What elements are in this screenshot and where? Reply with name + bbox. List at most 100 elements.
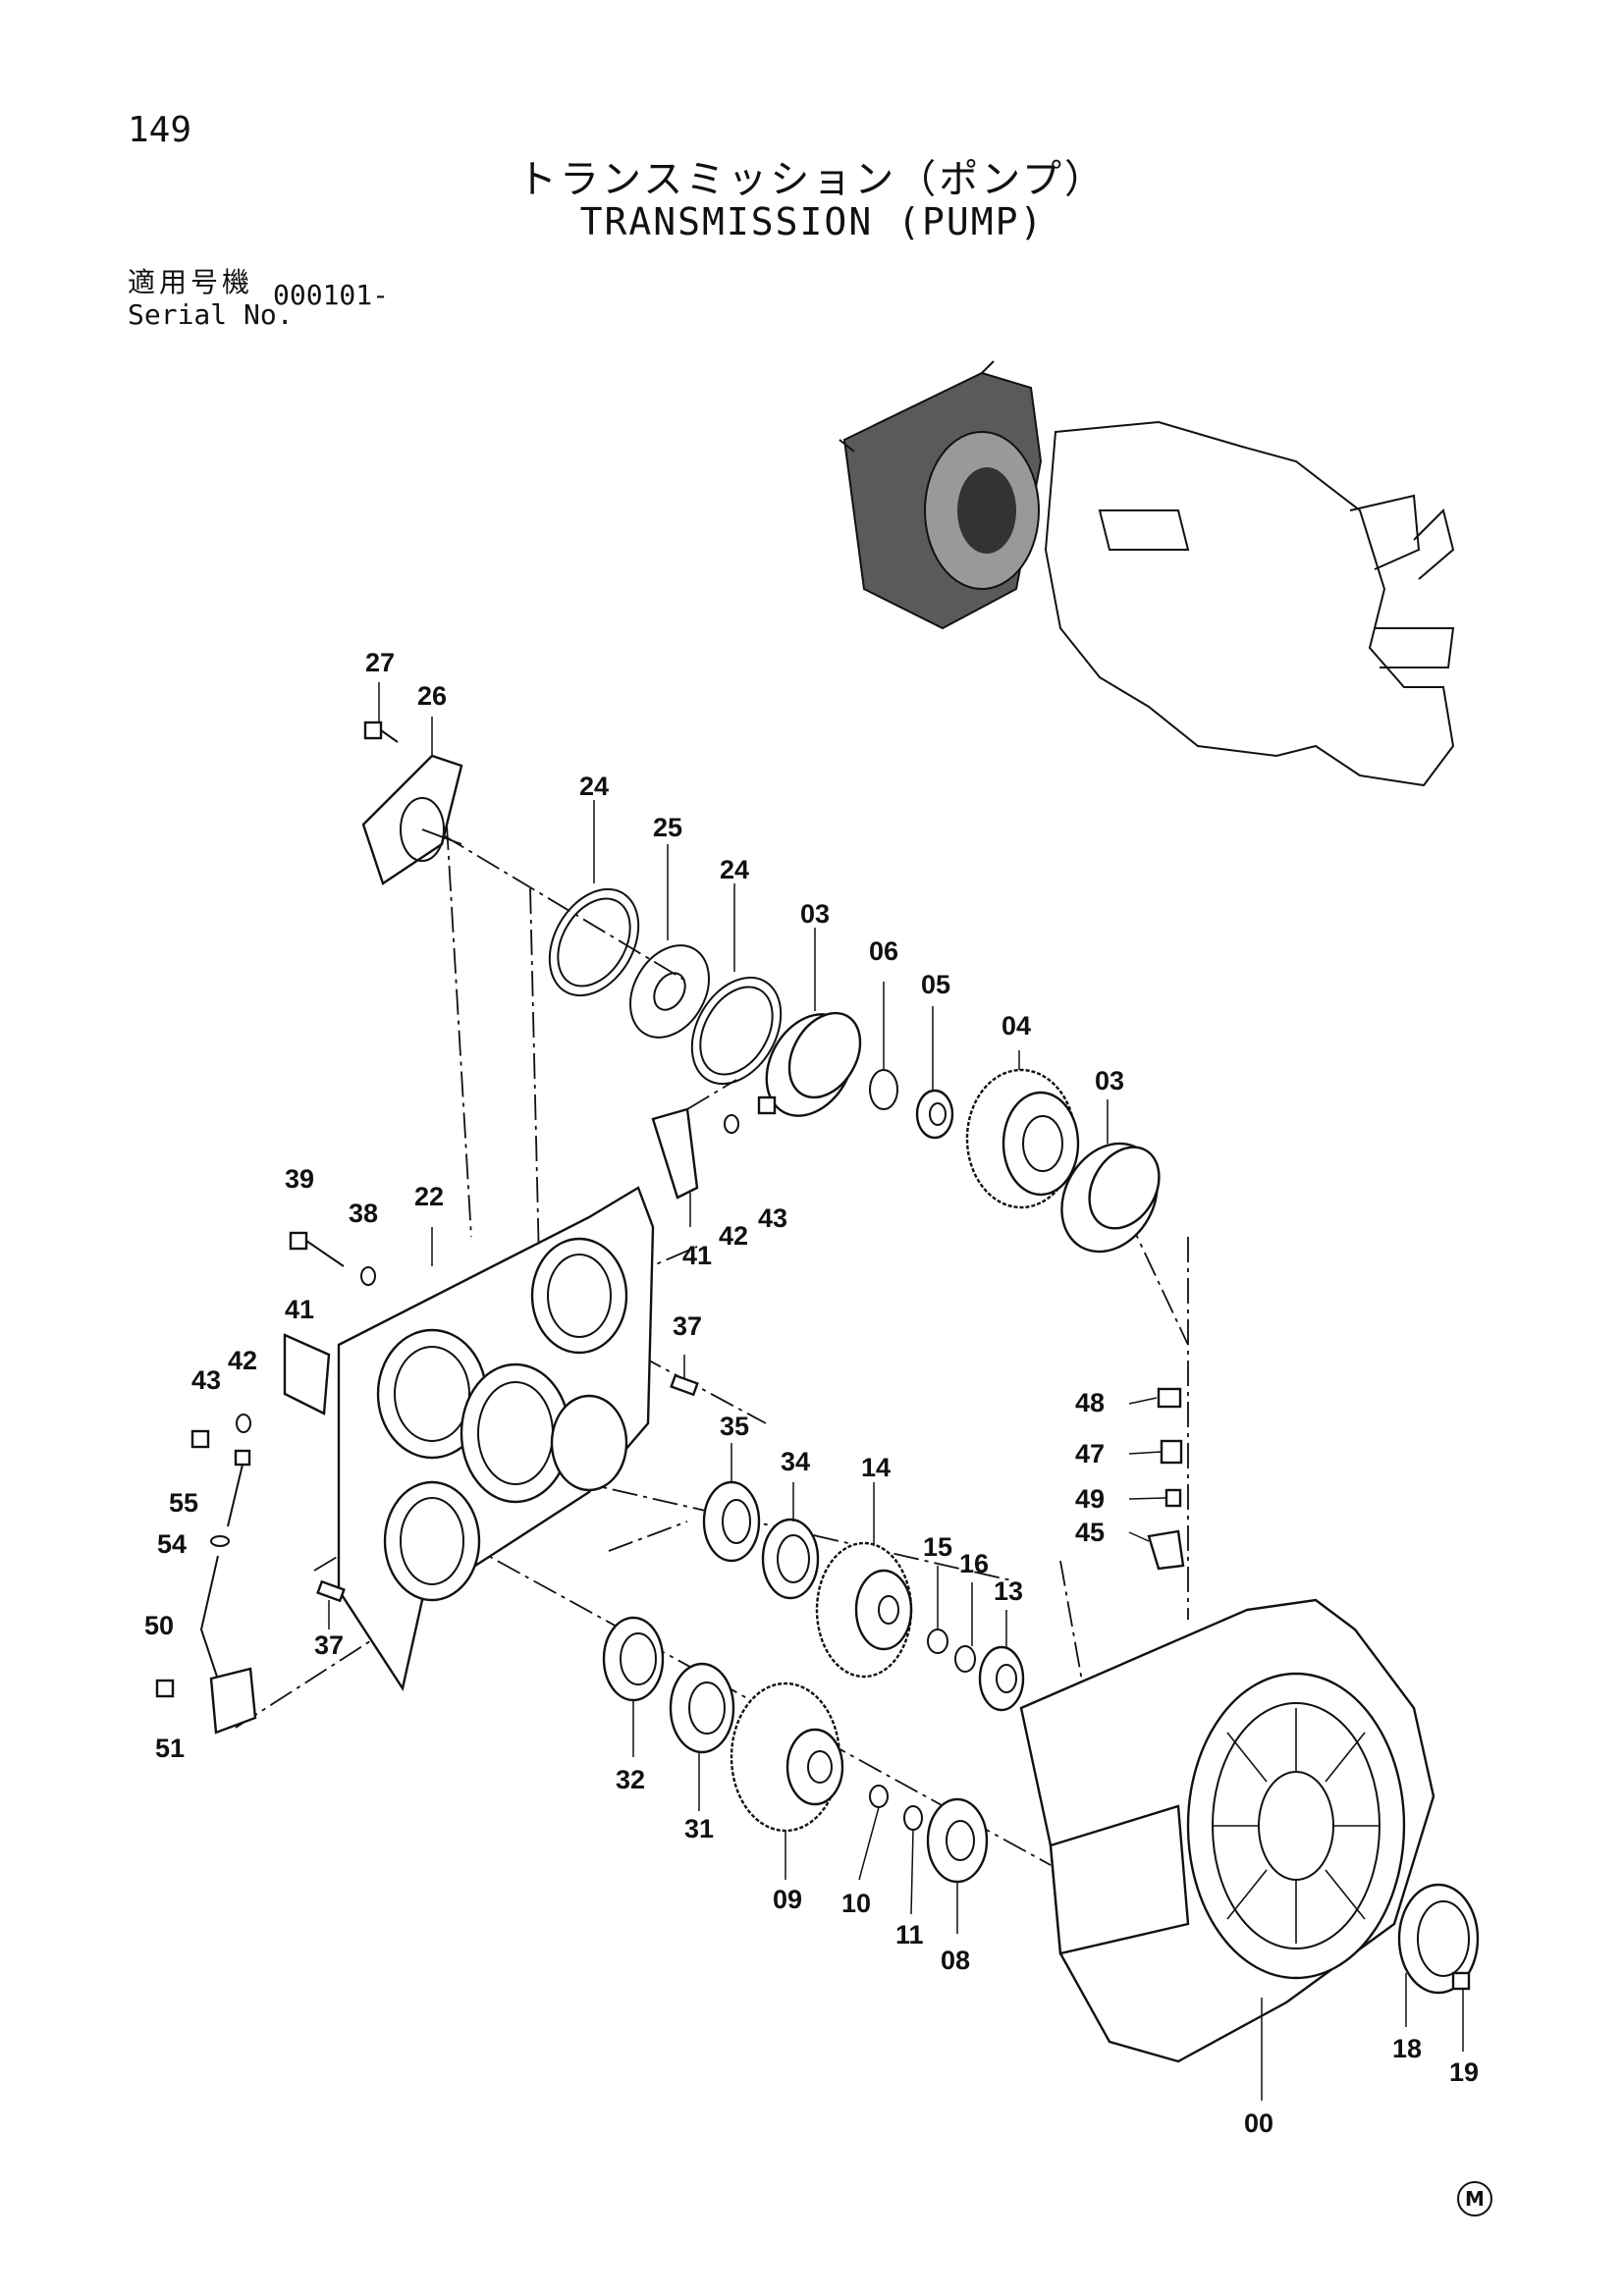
part-51-bolt bbox=[155, 1679, 175, 1698]
part-13-bearing bbox=[978, 1645, 1025, 1712]
part-31-bearing bbox=[669, 1662, 735, 1754]
part-37-pin bbox=[670, 1373, 699, 1397]
part-22-gear-case-cover bbox=[337, 1186, 655, 1692]
callout-25: 25 bbox=[653, 813, 682, 842]
part-04-gear bbox=[965, 1068, 1080, 1209]
callout-38: 38 bbox=[349, 1199, 378, 1228]
part-50-flange bbox=[209, 1667, 257, 1735]
serial-label-japanese: 適用号機 bbox=[128, 266, 254, 298]
callout-11: 11 bbox=[895, 1920, 924, 1949]
part-27-bolt bbox=[363, 721, 399, 743]
part-10-washer bbox=[869, 1785, 889, 1808]
part-19-bolt bbox=[1451, 1971, 1471, 1991]
part-26-cover bbox=[361, 754, 463, 885]
callout-49: 49 bbox=[1075, 1484, 1105, 1514]
part-03-bearing-2 bbox=[1060, 1142, 1161, 1254]
part-54-o-ring bbox=[210, 1535, 230, 1547]
part-25-shim-inner bbox=[653, 972, 686, 1011]
part-38-washer bbox=[360, 1266, 376, 1286]
part-43-bolt bbox=[757, 1095, 777, 1115]
callout-55: 55 bbox=[169, 1488, 198, 1518]
callout-24: 24 bbox=[579, 772, 609, 801]
callout-08: 08 bbox=[941, 1946, 970, 1975]
callout-09: 09 bbox=[773, 1885, 802, 1914]
callout-00: 00 bbox=[1244, 2109, 1273, 2138]
callout-41b: 41 bbox=[285, 1295, 314, 1324]
page-title-japanese: トランスミッション（ポンプ） bbox=[517, 157, 1107, 202]
callout-47: 47 bbox=[1075, 1439, 1105, 1468]
part-37-pin-2 bbox=[316, 1579, 346, 1603]
callout-51: 51 bbox=[155, 1734, 185, 1763]
part-14-gear bbox=[815, 1541, 913, 1679]
callout-10: 10 bbox=[841, 1889, 871, 1918]
page-title: TRANSMISSION (PUMP) bbox=[579, 200, 1045, 243]
serial-label: Serial No. bbox=[128, 298, 294, 331]
callout-27: 27 bbox=[365, 648, 395, 677]
part-41-bracket bbox=[651, 1107, 699, 1200]
part-00-transmission-housing bbox=[1019, 1598, 1435, 2063]
corner-mark: M bbox=[1457, 2181, 1492, 2216]
part-05-collar bbox=[915, 1089, 954, 1140]
callout-48: 48 bbox=[1075, 1388, 1105, 1417]
callout-16: 16 bbox=[959, 1549, 989, 1578]
part-48-plug bbox=[1157, 1387, 1182, 1409]
part-39-bolt bbox=[289, 1231, 345, 1267]
page-number: 149 bbox=[128, 110, 192, 150]
callout-03: 03 bbox=[800, 899, 830, 929]
callout-39: 39 bbox=[285, 1164, 314, 1194]
part-49-nipple bbox=[1164, 1488, 1182, 1508]
part-25-shim bbox=[629, 944, 710, 1039]
part-11-snap-ring bbox=[903, 1805, 923, 1831]
part-42-washer bbox=[724, 1114, 739, 1134]
callout-42b: 42 bbox=[228, 1346, 257, 1375]
part-35-seal bbox=[702, 1480, 761, 1563]
callout-18: 18 bbox=[1392, 2034, 1422, 2063]
serial-number: 000101- bbox=[273, 279, 390, 311]
part-50-pipe bbox=[199, 1555, 222, 1689]
callout-45: 45 bbox=[1075, 1518, 1105, 1547]
callout-54: 54 bbox=[157, 1529, 187, 1559]
callout-35: 35 bbox=[720, 1412, 749, 1441]
callout-34: 34 bbox=[781, 1447, 810, 1476]
part-55-plug bbox=[227, 1449, 251, 1527]
part-43-bolt-2 bbox=[190, 1429, 210, 1449]
part-24-shim bbox=[548, 887, 640, 997]
callout-37b: 37 bbox=[314, 1630, 344, 1660]
callout-37: 37 bbox=[673, 1311, 702, 1341]
callout-05: 05 bbox=[921, 970, 950, 999]
callout-50: 50 bbox=[144, 1611, 174, 1640]
part-06-snap-ring bbox=[869, 1069, 898, 1110]
part-09-gear bbox=[730, 1682, 844, 1833]
callout-04: 04 bbox=[1001, 1011, 1031, 1041]
engine-location-illustration bbox=[839, 360, 1455, 787]
leader-lines bbox=[328, 682, 1464, 2101]
part-47-adapter bbox=[1160, 1439, 1183, 1465]
part-45-elbow bbox=[1147, 1529, 1185, 1571]
callout-43: 43 bbox=[758, 1203, 787, 1233]
part-16-snap-ring bbox=[954, 1645, 976, 1673]
callout-26: 26 bbox=[417, 681, 447, 711]
callout-41: 41 bbox=[682, 1241, 712, 1270]
callout-03b: 03 bbox=[1095, 1066, 1124, 1095]
part-32-seal bbox=[602, 1616, 665, 1702]
part-24-shim-2 bbox=[690, 976, 783, 1086]
callout-13: 13 bbox=[994, 1576, 1023, 1606]
callout-22: 22 bbox=[414, 1182, 444, 1211]
part-24-shim-2-inner bbox=[699, 986, 774, 1076]
callout-15: 15 bbox=[923, 1532, 952, 1562]
part-03-bearing bbox=[765, 1011, 862, 1117]
callout-06: 06 bbox=[869, 936, 898, 966]
callout-14: 14 bbox=[861, 1453, 891, 1482]
part-42-washer-2 bbox=[236, 1414, 251, 1433]
part-34-bearing bbox=[761, 1518, 820, 1600]
callout-43b: 43 bbox=[191, 1365, 221, 1395]
callout-32: 32 bbox=[616, 1765, 645, 1794]
callout-31: 31 bbox=[684, 1814, 714, 1843]
part-15-washer bbox=[927, 1629, 948, 1654]
part-18-cover bbox=[1397, 1883, 1480, 1995]
part-08-bearing bbox=[926, 1797, 989, 1884]
part-41-bracket-2 bbox=[283, 1333, 331, 1415]
callout-42: 42 bbox=[719, 1221, 748, 1251]
callout-19: 19 bbox=[1449, 2057, 1479, 2087]
